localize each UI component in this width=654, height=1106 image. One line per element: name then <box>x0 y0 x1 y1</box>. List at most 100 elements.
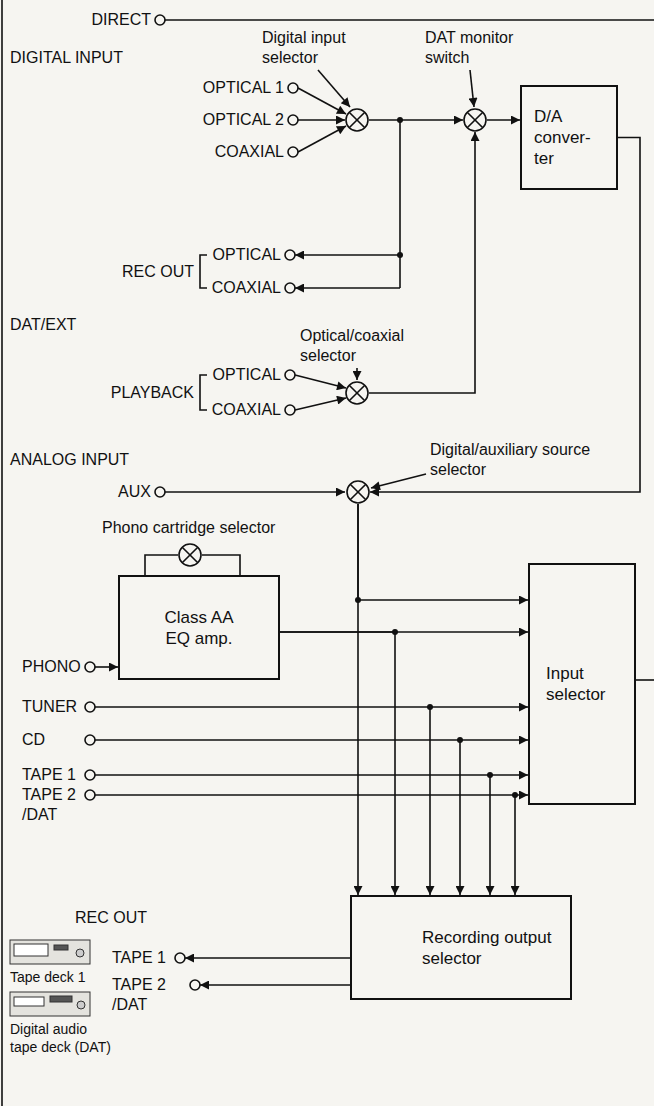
switch-symbol <box>346 480 370 504</box>
junction-dot <box>487 772 493 778</box>
block-label: Input selector <box>546 663 626 705</box>
selector-switch: Digital input selector <box>345 108 369 132</box>
rec-out-wire <box>185 957 350 959</box>
junction-dot <box>512 792 518 798</box>
signal-connector <box>487 119 520 121</box>
terminal <box>85 702 95 712</box>
signal-connector <box>357 504 359 895</box>
tape-deck-icon <box>10 940 90 964</box>
tape2-wire <box>95 794 528 796</box>
terminal-label: CD <box>22 730 45 750</box>
block-label: Class AA EQ amp. <box>154 607 244 649</box>
block-label: D/A conver- ter <box>534 106 608 169</box>
terminal-label: OPTICAL 2 <box>203 110 284 130</box>
selector-box: Recording output selector <box>350 895 572 1000</box>
terminal <box>85 770 95 780</box>
monitor-switch: DAT monitor switch <box>463 108 487 132</box>
switch-ring <box>464 109 486 131</box>
signal-connector <box>370 138 640 493</box>
device-caption: Digital audio tape deck (DAT) <box>10 1020 115 1056</box>
cassette-door <box>14 944 48 956</box>
direct-wire <box>165 19 654 21</box>
terminal <box>155 487 165 497</box>
display <box>50 996 72 1002</box>
converter-box: D/A conver- ter <box>520 85 618 190</box>
selector-switch: Optical/coaxial selector <box>345 381 369 405</box>
rec-out-wire <box>295 254 400 256</box>
terminal <box>288 83 298 93</box>
terminal-label: DIRECT <box>91 10 151 30</box>
switch-ring <box>346 109 368 131</box>
frame-line <box>1 0 3 1106</box>
terminal-label: ANALOG INPUT <box>10 450 129 470</box>
selector-label: Optical/coaxial selector <box>300 326 430 366</box>
selector-box: Input selector <box>528 563 636 805</box>
cassette-door <box>14 997 44 1006</box>
cd-wire <box>459 740 461 895</box>
leader-line <box>356 368 358 380</box>
terminal <box>85 735 95 745</box>
input-wire <box>298 119 345 121</box>
switch-ring <box>179 544 201 566</box>
signal-connector <box>145 555 178 575</box>
block-label: Recording output selector <box>422 927 562 969</box>
tape1-wire <box>95 774 528 776</box>
terminal-label: PHONO <box>22 657 81 677</box>
rec-out-wire <box>399 120 401 288</box>
terminal <box>190 980 200 990</box>
selector-label: DAT monitor switch <box>425 28 525 68</box>
tape1-wire <box>489 775 491 895</box>
switch-cross <box>349 112 365 128</box>
amplifier-box: Class AA EQ amp. <box>118 575 280 680</box>
terminal <box>85 662 95 672</box>
rec-out-wire <box>200 984 350 986</box>
terminal <box>175 953 185 963</box>
rec-out-wire <box>295 287 400 289</box>
terminal-label: COAXIAL <box>212 278 281 298</box>
terminal <box>285 283 295 293</box>
bracket <box>200 375 207 410</box>
selector-switch: Digital/auxiliary source selector <box>346 480 370 504</box>
output-wire <box>636 679 654 681</box>
terminal-label: TAPE 2 /DAT <box>22 785 84 825</box>
switch-ring <box>346 382 368 404</box>
input-wire <box>298 88 346 114</box>
switch-symbol <box>463 108 487 132</box>
terminal-label: OPTICAL 1 <box>203 78 284 98</box>
switch-ring <box>347 481 369 503</box>
cartridge-bracket <box>202 555 240 575</box>
aux-wire <box>165 491 345 493</box>
switch-symbol <box>345 381 369 405</box>
selector-label: Digital input selector <box>262 28 362 68</box>
knob <box>77 1001 85 1009</box>
dat-deck-icon <box>10 992 90 1016</box>
terminal-label: DIGITAL INPUT <box>10 48 123 68</box>
leader-line <box>318 70 350 107</box>
tape2-wire <box>514 795 516 895</box>
selector-label: Phono cartridge selector <box>102 518 275 538</box>
playback-wire <box>295 375 346 388</box>
terminal-label: TUNER <box>22 697 77 717</box>
input-wire <box>298 126 346 152</box>
terminal-label: TAPE 1 <box>112 948 166 968</box>
device-caption: Tape deck 1 <box>10 968 86 986</box>
terminal <box>288 147 298 157</box>
playback-wire <box>295 398 346 410</box>
signal-connector <box>369 119 463 121</box>
terminal-label: DAT/EXT <box>10 315 76 335</box>
signal-connector <box>369 132 475 393</box>
terminal-label: COAXIAL <box>215 142 284 162</box>
terminal <box>288 115 298 125</box>
terminal <box>285 370 295 380</box>
terminal-label: OPTICAL <box>213 245 281 265</box>
phono-wire <box>95 666 118 668</box>
terminal-label: OPTICAL <box>213 365 281 385</box>
terminals <box>85 15 298 990</box>
selector-switch: Phono cartridge selector <box>178 543 202 567</box>
terminal-label: REC OUT <box>122 262 194 282</box>
terminal-label: REC OUT <box>75 908 147 928</box>
selector-label: Digital/auxiliary source selector <box>430 440 605 480</box>
terminal-label: PLAYBACK <box>111 383 194 403</box>
